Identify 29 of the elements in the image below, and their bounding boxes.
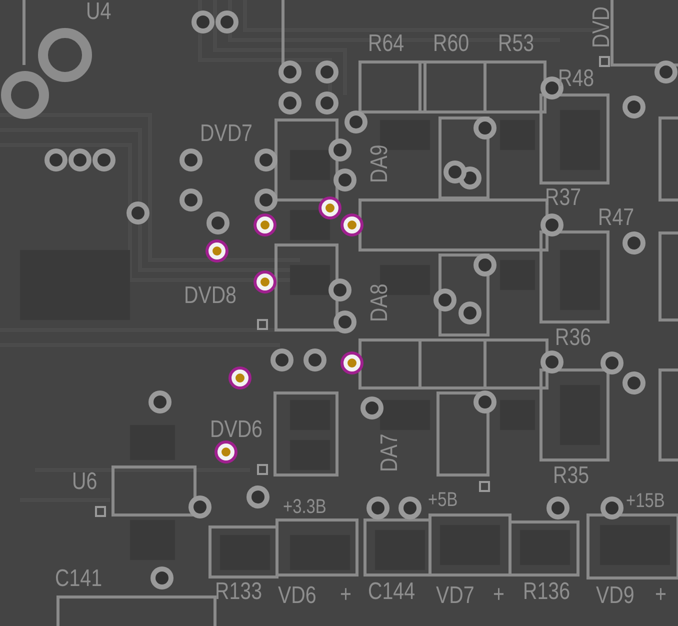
- reference-designator: C141: [55, 567, 102, 591]
- reference-designator: R35: [553, 464, 590, 488]
- voltage-label: +15В: [626, 491, 665, 511]
- reference-designator: DVD: [590, 6, 614, 48]
- reference-designator: DVD8: [184, 284, 236, 308]
- reference-designator: R47: [598, 206, 634, 230]
- voltage-label: +5В: [428, 490, 458, 510]
- reference-designator: DA8: [368, 284, 392, 322]
- voltage-label: +3.3В: [283, 497, 326, 517]
- reference-designator: R36: [555, 326, 592, 350]
- polarity-mark: +: [340, 583, 352, 607]
- reference-designator: VD7: [436, 584, 474, 608]
- reference-designator: DVD6: [210, 418, 262, 442]
- reference-designator: R133: [215, 580, 262, 604]
- reference-designator: U6: [72, 470, 98, 494]
- reference-designator: R48: [558, 67, 594, 91]
- reference-designator: DVD7: [200, 122, 252, 146]
- reference-designator: DA7: [378, 434, 402, 472]
- reference-designator: R60: [433, 32, 470, 56]
- reference-designator: C144: [368, 580, 416, 604]
- polarity-mark: +: [493, 583, 504, 607]
- reference-designator: U4: [86, 0, 112, 24]
- reference-designator: VD9: [596, 584, 634, 608]
- reference-designator: DA9: [368, 144, 392, 183]
- reference-designator: R136: [523, 580, 570, 604]
- polarity-mark: +: [655, 583, 666, 607]
- reference-designator: R53: [498, 32, 534, 56]
- reference-designator: R64: [368, 32, 404, 56]
- reference-designator: VD6: [278, 584, 316, 608]
